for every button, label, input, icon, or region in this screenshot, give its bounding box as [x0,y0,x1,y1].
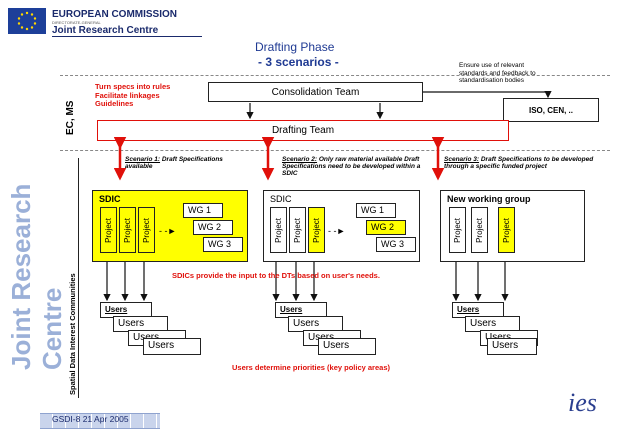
scenario-2-desc: Only raw material available Draft Specif… [282,156,421,177]
note-ensure-line3: standardisation bodies [459,77,525,84]
iso-cen-box: ISO, CEN, .. [503,98,599,122]
header-dg: DIRECTORATE-GENERAL [52,20,101,25]
project-box: Project [138,207,155,253]
consolidation-team-box: Consolidation Team [208,82,423,102]
project-box: Project [498,207,515,253]
note-ensure-line1: Ensure use of relevant [459,62,525,69]
project-label: Project [104,217,113,243]
scenario-1-label: Scenario 1: [125,156,161,163]
wg-3-box: WG 3 [203,237,243,252]
scenario-3-label: Scenario 3: [444,156,480,163]
note-turn-specs-line2: Facilitate linkages [95,90,160,100]
wg-1-box: WG 1 [356,203,396,218]
project-label: Project [475,217,484,243]
footer-text: GSDI-8 21 Apr 2005 [52,414,129,424]
drafting-team-label: Drafting Team [271,125,335,136]
scenario-3-desc: Draft Specifications to be developed thr… [444,156,594,170]
note-turn-specs-line1: Turn specs into rules [95,82,171,91]
sdic-group-2: SDIC Project Project Project - -► WG 1 W… [263,190,420,262]
consolidation-to-iso-line [423,91,552,99]
ies-logo: ies [568,388,597,417]
wg-1-box: WG 1 [183,203,223,218]
header-centre: Joint Research Centre [52,25,159,36]
scenario-1-desc: Draft Specifications available [125,156,223,170]
header-org: EUROPEAN COMMISSION [52,9,178,20]
project-box: Project [471,207,488,253]
dotted-arrow: - -► [328,226,346,236]
row-label-bracket [78,158,84,398]
project-box: Project [308,207,325,253]
footer-bar [40,413,160,429]
note-turn-specs-line3: Guidelines [95,99,134,108]
project-box: Project [289,207,306,253]
new-working-group: New working group Project Project Projec… [440,190,585,262]
note-ensure: Ensure use of relevant standards and fee… [459,62,536,85]
dotted-arrow: - -► [159,226,177,236]
project-label: Project [274,217,283,243]
project-box: Project [100,207,117,253]
project-to-users-arrows [103,260,509,302]
iso-cen-label: ISO, CEN, .. [528,105,573,115]
note-turn-specs: Turn specs into rules Facilitate linkage… [95,82,171,109]
consolidation-team-label: Consolidation Team [271,86,360,98]
sdic-group-2-title: SDIC [270,194,292,204]
sdic-group-1: SDIC Project Project Project - -► WG 1 W… [92,190,248,262]
drafting-to-sdic-arrows [113,137,445,181]
diagram-subtitle: - 3 scenarios - [258,55,339,69]
row-divider-top [60,75,610,76]
users-card: Users [143,338,201,355]
drafting-team-box: Drafting Team [97,120,509,141]
scenario-3-text: Scenario 3: Draft Specifications to be d… [444,156,594,170]
row-divider-mid [60,150,610,151]
project-label: Project [142,217,151,243]
note-sdic-input: SDICs provide the input to the DTs based… [172,271,380,280]
wg-2-box: WG 2 [193,220,233,235]
project-label: Project [453,217,462,243]
wg-2-box: WG 2 [366,220,406,235]
scenario-1-text: Scenario 1: Draft Specifications availab… [125,156,225,170]
scenario-2-label: Scenario 2: [282,156,318,163]
project-label: Project [502,217,511,243]
scenario-2-text: Scenario 2: Only raw material available … [282,156,432,177]
project-box: Project [449,207,466,253]
project-box: Project [119,207,136,253]
project-label: Project [293,217,302,243]
sdic-group-1-title: SDIC [99,194,121,204]
users-card: Users [487,338,537,355]
consolidation-to-drafting-arrows [246,103,384,120]
wg-3-box: WG 3 [376,237,416,252]
users-card: Users [318,338,376,355]
note-users-priorities: Users determine priorities (key policy a… [232,363,390,372]
header-divider [52,36,202,37]
project-label: Project [312,217,321,243]
eu-flag-logo [8,8,46,34]
diagram-title: Drafting Phase [255,40,335,54]
new-working-group-title: New working group [447,194,531,204]
project-label: Project [123,217,132,243]
project-box: Project [270,207,287,253]
note-ensure-line2: standards and feedback to [459,69,536,77]
